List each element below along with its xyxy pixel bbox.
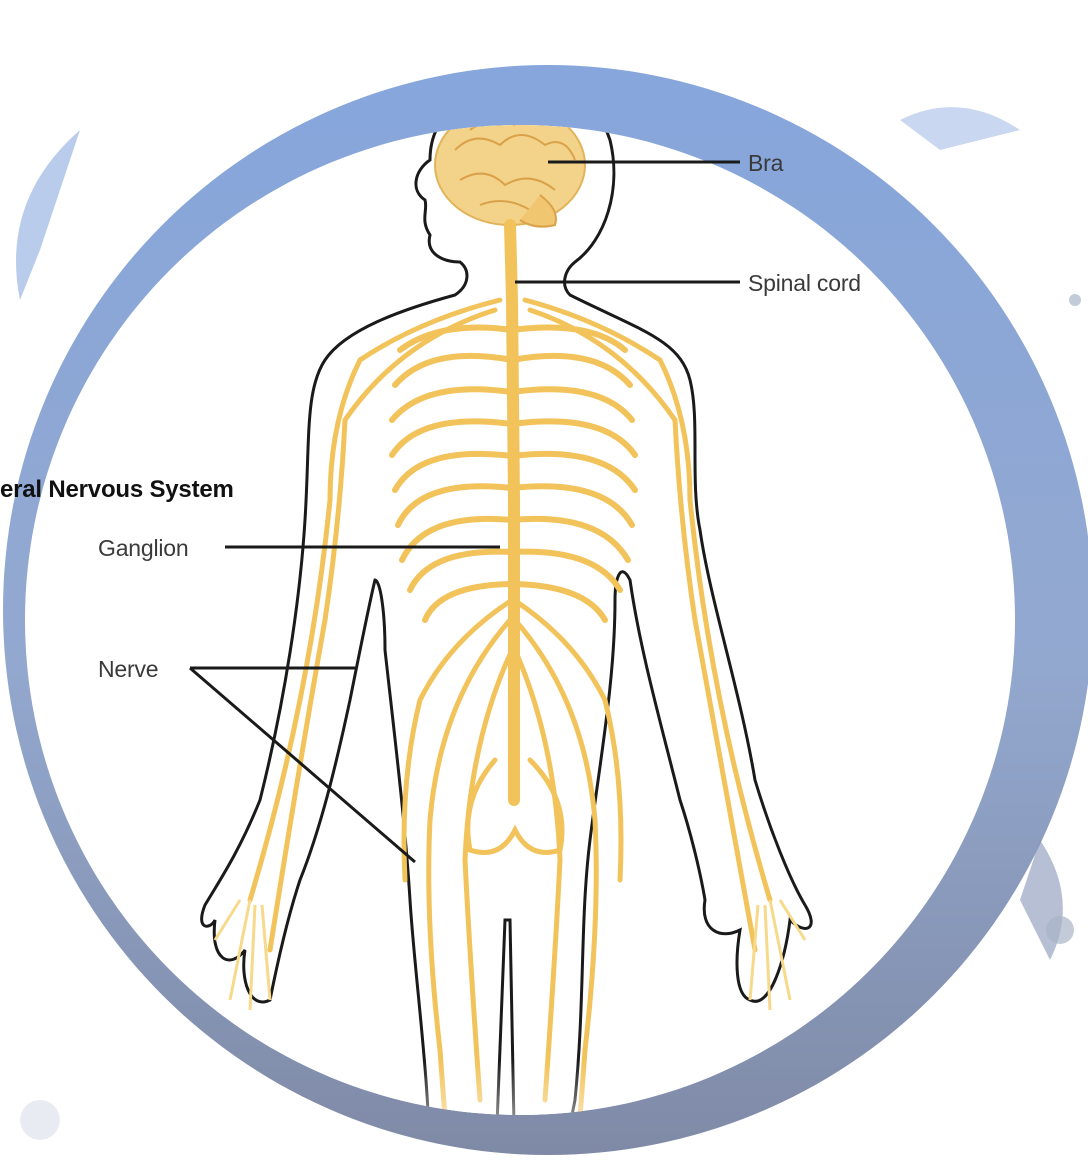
spinal-cord: [510, 225, 514, 800]
ganglion-label: Ganglion: [98, 535, 188, 562]
nerve-label: Nerve: [98, 656, 158, 683]
brain-label: Bra: [748, 150, 783, 177]
spinal-cord-label: Spinal cord: [748, 270, 861, 297]
peripheral-nervous-system-label: eral Nervous System: [0, 476, 234, 504]
